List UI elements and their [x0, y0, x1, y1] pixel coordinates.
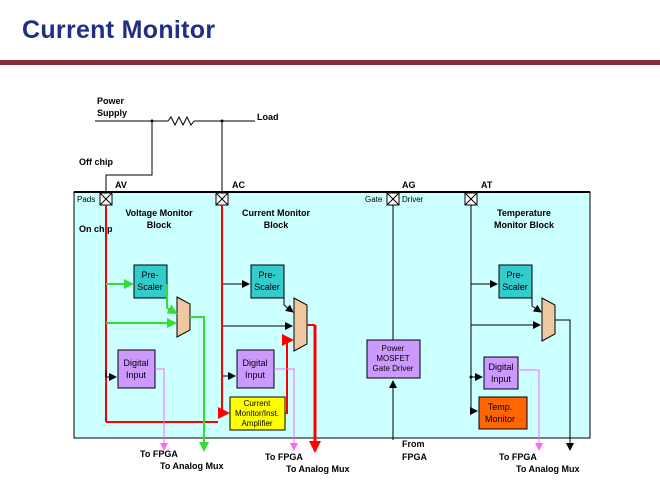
current-to-fpga-label: To FPGA	[265, 452, 303, 462]
voltage-to-analog-mux-label: To Analog Mux	[160, 461, 224, 471]
from-fpga-label: From	[402, 439, 425, 449]
svg-text:Digital: Digital	[242, 358, 267, 368]
svg-text:Amplifier: Amplifier	[241, 419, 272, 428]
svg-text:Digital: Digital	[123, 358, 148, 368]
power-mosfet-gate-driver: Power MOSFET Gate Driver	[366, 339, 421, 379]
svg-text:Input: Input	[491, 374, 512, 384]
voltage-red-signal	[105, 205, 218, 423]
temperature-mux	[541, 297, 556, 342]
temperature-digital-input: Digital Input	[483, 356, 519, 390]
temperature-monitor-title: Temperature	[497, 208, 551, 218]
pad-at	[464, 192, 478, 206]
page-title: Current Monitor	[22, 16, 216, 44]
svg-text:Pre-: Pre-	[258, 270, 275, 280]
driver-label: Driver	[402, 195, 424, 204]
voltage-mux	[176, 296, 191, 338]
svg-text:Digital: Digital	[488, 362, 513, 372]
junction-dot	[220, 119, 224, 123]
svg-text:Monitor: Monitor	[485, 414, 515, 424]
pad-av	[99, 192, 113, 206]
from-fpga-label-2: FPGA	[402, 452, 428, 462]
junction-dot	[469, 375, 473, 379]
pads-label: Pads	[77, 195, 95, 204]
pad-ag-label: AG	[402, 180, 416, 190]
voltage-digital-wiring	[105, 370, 117, 381]
svg-text:Pre-: Pre-	[141, 270, 158, 280]
temperature-pink-signal	[518, 369, 543, 451]
off-chip-label: Off chip	[79, 157, 113, 167]
temperature-to-analog-mux-label: To Analog Mux	[516, 464, 580, 474]
power-supply-label-2: Supply	[97, 108, 127, 118]
voltage-monitor-title: Voltage Monitor	[125, 208, 193, 218]
current-digital-input: Digital Input	[236, 349, 275, 389]
svg-text:MOSFET: MOSFET	[376, 354, 409, 363]
voltage-digital-input: Digital Input	[117, 349, 156, 389]
temperature-prescaler: Pre- Scaler	[498, 264, 533, 299]
svg-text:Power: Power	[382, 344, 405, 353]
current-monitor-title: Current Monitor	[242, 208, 310, 218]
current-prescaler: Pre- Scaler	[250, 264, 285, 299]
pad-at-label: AT	[481, 180, 493, 190]
junction-dot	[150, 119, 154, 123]
temperature-to-fpga-label: To FPGA	[499, 452, 537, 462]
load-label: Load	[257, 112, 279, 122]
current-to-analog-mux-label: To Analog Mux	[286, 464, 350, 474]
off-chip-wiring	[95, 115, 255, 195]
current-mux	[293, 297, 308, 352]
current-monitor-amplifier: Current Monitor/Inst. Amplifier	[229, 396, 286, 431]
voltage-pink-signal	[155, 368, 168, 451]
svg-text:Gate Driver: Gate Driver	[373, 364, 414, 373]
power-supply-label: Power	[97, 96, 125, 106]
svg-text:Scaler: Scaler	[502, 282, 528, 292]
voltage-prescaler: Pre- Scaler	[133, 264, 168, 299]
svg-text:Temp.: Temp.	[488, 402, 513, 412]
svg-text:Current: Current	[244, 399, 271, 408]
current-monitor-title-2: Block	[264, 220, 290, 230]
svg-text:Input: Input	[126, 370, 147, 380]
title-rule	[0, 60, 660, 65]
current-block-wiring	[221, 280, 294, 380]
svg-text:Monitor/Inst.: Monitor/Inst.	[235, 409, 279, 418]
voltage-monitor-title-2: Block	[147, 220, 173, 230]
pad-ag	[386, 192, 400, 206]
gate-label: Gate	[365, 195, 383, 204]
temp-monitor: Temp. Monitor	[478, 396, 528, 430]
svg-text:Scaler: Scaler	[254, 282, 280, 292]
on-chip-label: On chip	[79, 224, 113, 234]
voltage-to-fpga-label: To FPGA	[140, 449, 178, 459]
svg-text:Input: Input	[245, 370, 266, 380]
pad-ac	[215, 192, 229, 206]
svg-text:Pre-: Pre-	[506, 270, 523, 280]
current-pink-signal	[274, 368, 298, 451]
pad-av-label: AV	[115, 180, 127, 190]
temperature-monitor-title-2: Monitor Block	[494, 220, 555, 230]
svg-text:Scaler: Scaler	[137, 282, 163, 292]
voltage-green-signal	[106, 279, 209, 452]
pad-ac-label: AC	[232, 180, 245, 190]
